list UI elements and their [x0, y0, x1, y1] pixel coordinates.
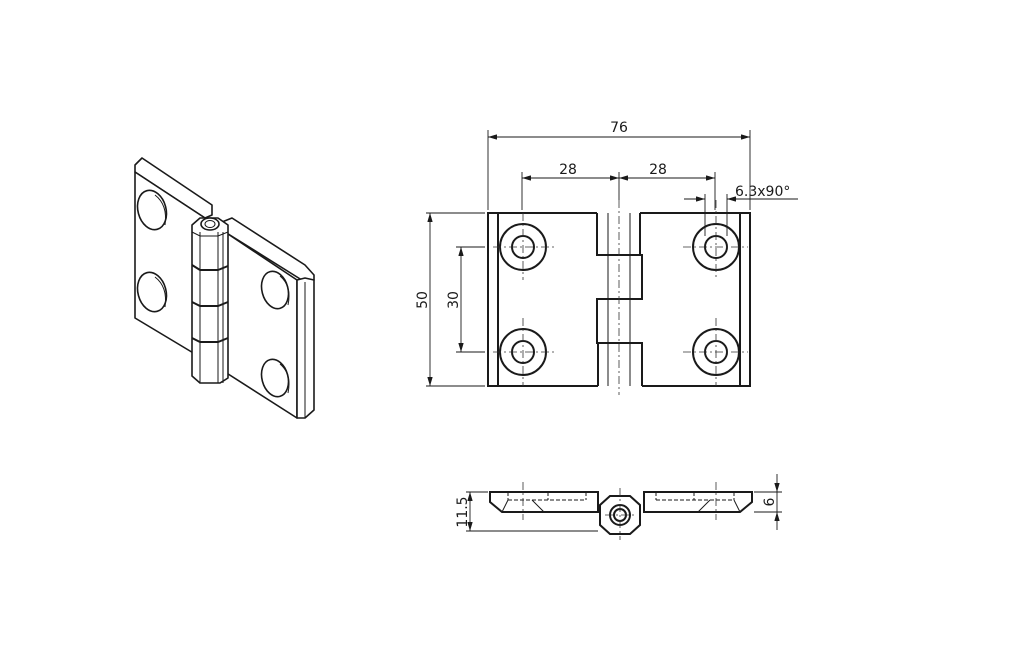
isometric-view [134, 157, 315, 419]
dim-hole-spacing-left: 28 [559, 162, 577, 178]
dim-hole-spacing-right: 28 [649, 162, 667, 178]
hole-bottom-right [683, 318, 748, 386]
hole-top-right [683, 200, 748, 280]
dim-hole-vertical-spacing: 30 [446, 291, 462, 309]
side-view: 11.5 6 [455, 474, 782, 540]
hole-bottom-left [493, 318, 556, 386]
dim-leaf-thickness: 6 [762, 497, 778, 506]
dim-countersink: 6.3x90° [735, 184, 790, 200]
front-view: 76 28 28 6.3x90° 50 30 [415, 120, 798, 395]
dim-overall-width: 76 [610, 120, 628, 136]
dim-overall-thickness: 11.5 [455, 496, 471, 527]
hole-top-left [493, 213, 556, 280]
dim-overall-height: 50 [415, 291, 431, 309]
